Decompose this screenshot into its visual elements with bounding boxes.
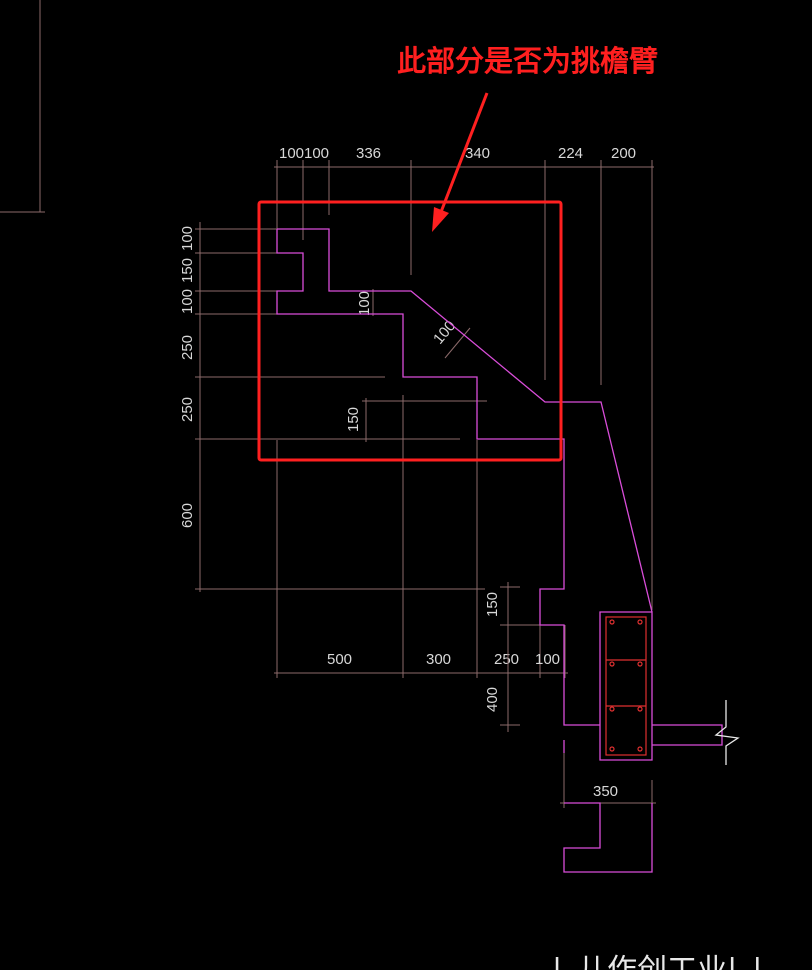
left-dimension-chain: 100 150 100 250 250 600 <box>179 222 485 592</box>
dim-inner-3: 150 <box>345 407 362 432</box>
dim-left-5: 250 <box>179 397 196 422</box>
dim-top-5: 224 <box>558 145 583 162</box>
dim-bottom-2: 300 <box>426 651 451 668</box>
dim-bottom-1: 500 <box>327 651 352 668</box>
bottom-cropped-text: |_儿作创工业|_| <box>552 953 762 970</box>
annotation-text: 此部分是否为挑檐臂 <box>397 44 658 78</box>
beam-rebar <box>605 616 647 756</box>
dim-left-4: 250 <box>179 335 196 360</box>
dim-left-2: 150 <box>179 258 196 283</box>
dim-right-1: 150 <box>484 592 501 617</box>
dim-inner-1: 100 <box>356 291 373 316</box>
dim-beam-width: 350 <box>593 783 618 800</box>
dim-top-2: 100 <box>304 145 329 162</box>
dim-top-6: 200 <box>611 145 636 162</box>
dim-right-2: 400 <box>484 687 501 712</box>
break-line <box>714 700 740 765</box>
dim-left-3: 100 <box>179 289 196 314</box>
highlight-box <box>257 200 563 462</box>
section-outline <box>276 228 723 873</box>
dim-bottom-4: 100 <box>535 651 560 668</box>
bottom-dimension-chain: 500 300 250 100 <box>274 395 568 678</box>
dim-left-6: 600 <box>179 503 196 528</box>
top-dimension-chain: 100 100 336 340 224 200 <box>274 145 654 610</box>
dim-left-1: 100 <box>179 226 196 251</box>
right-vertical-dimensions: 150 400 <box>484 582 540 732</box>
dim-top-1: 100 <box>279 145 304 162</box>
annotation-arrow <box>432 92 489 232</box>
stray-lines <box>0 0 45 213</box>
inner-dimensions: 100 100 150 <box>345 289 487 442</box>
dim-top-3: 336 <box>356 145 381 162</box>
dim-inner-2: 100 <box>430 317 459 347</box>
dim-top-4: 340 <box>465 145 490 162</box>
dim-bottom-3: 250 <box>494 651 519 668</box>
